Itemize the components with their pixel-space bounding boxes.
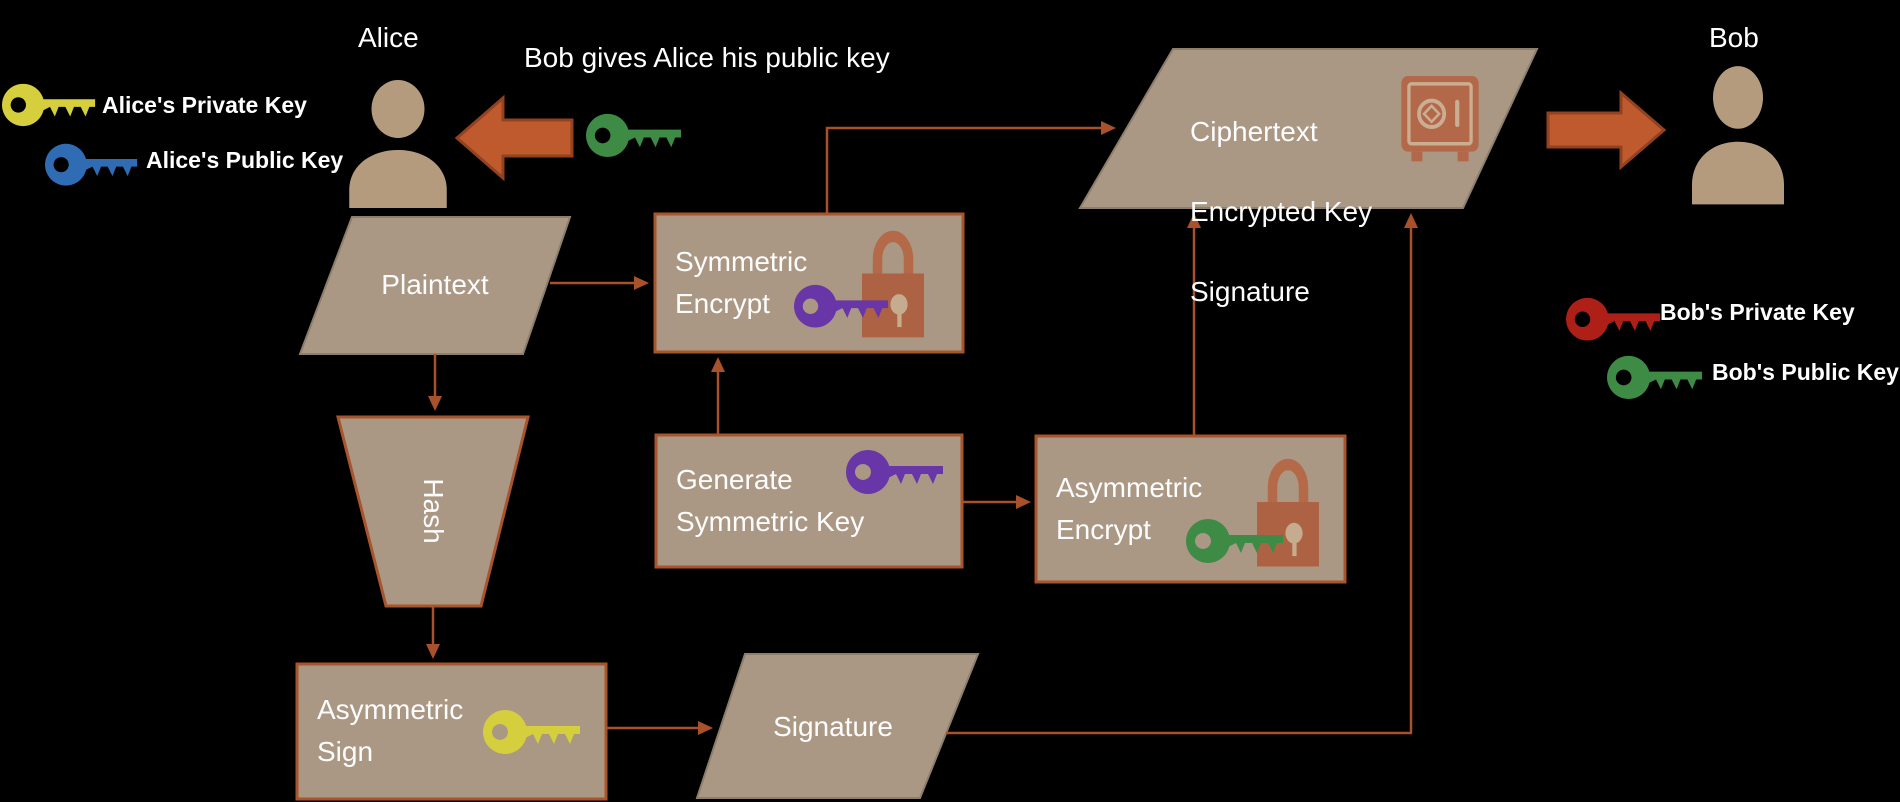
legend-bob-public-label: Bob's Public Key	[1712, 359, 1899, 385]
ciphertext-line-2: Encrypted Key	[1190, 196, 1373, 227]
node-generate-symmetric-key-label: Generate Symmetric Key	[676, 464, 865, 537]
bob-private-red-key-icon	[1566, 297, 1661, 341]
actor-alice-name: Alice	[358, 22, 419, 53]
node-plaintext-label: Plaintext	[381, 269, 489, 300]
plaintext-shape	[298, 216, 572, 355]
node-asymmetric-encrypt-label: Asymmetric Encrypt	[1056, 472, 1203, 545]
alice-person-icon	[349, 80, 447, 208]
alice-public-blue-key-icon	[45, 143, 138, 186]
alice-private-yellow-key-icon	[2, 83, 96, 127]
generate-symmetric-key-shape	[654, 433, 964, 569]
connector-signature-to-ciphertext	[946, 213, 1418, 735]
legend-alice-private-label: Alice's Private Key	[102, 92, 307, 118]
legend-bob-private-label: Bob's Private Key	[1660, 299, 1855, 325]
bob-person-icon	[1692, 66, 1784, 205]
node-hash-label: Hash	[418, 478, 449, 544]
annotation-text: Bob gives Alice his public key	[524, 42, 890, 73]
actor-bob-name: Bob	[1709, 22, 1759, 53]
ciphertext-line-1: Ciphertext	[1190, 116, 1318, 147]
ciphertext-line-3: Signature	[1190, 276, 1310, 307]
annotation-green-key-icon	[586, 113, 682, 158]
arrow-to-bob-icon	[1546, 89, 1667, 171]
node-asymmetric-sign-label: Asymmetric Sign	[317, 694, 464, 767]
hash-shape	[336, 415, 530, 608]
legend-alice-public-label: Alice's Public Key	[146, 147, 344, 173]
connector-symmetric-encrypt-to-ciphertext	[825, 121, 1116, 214]
bob-public-green-key-icon	[1607, 355, 1703, 400]
node-signature-label: Signature	[773, 711, 893, 742]
arrow-to-alice-icon	[454, 94, 574, 182]
node-symmetric-encrypt-label: Symmetric Encrypt	[675, 246, 808, 319]
signature-shape	[695, 653, 980, 799]
node-ciphertext-label: Ciphertext Encrypted Key Signature	[1190, 72, 1420, 352]
